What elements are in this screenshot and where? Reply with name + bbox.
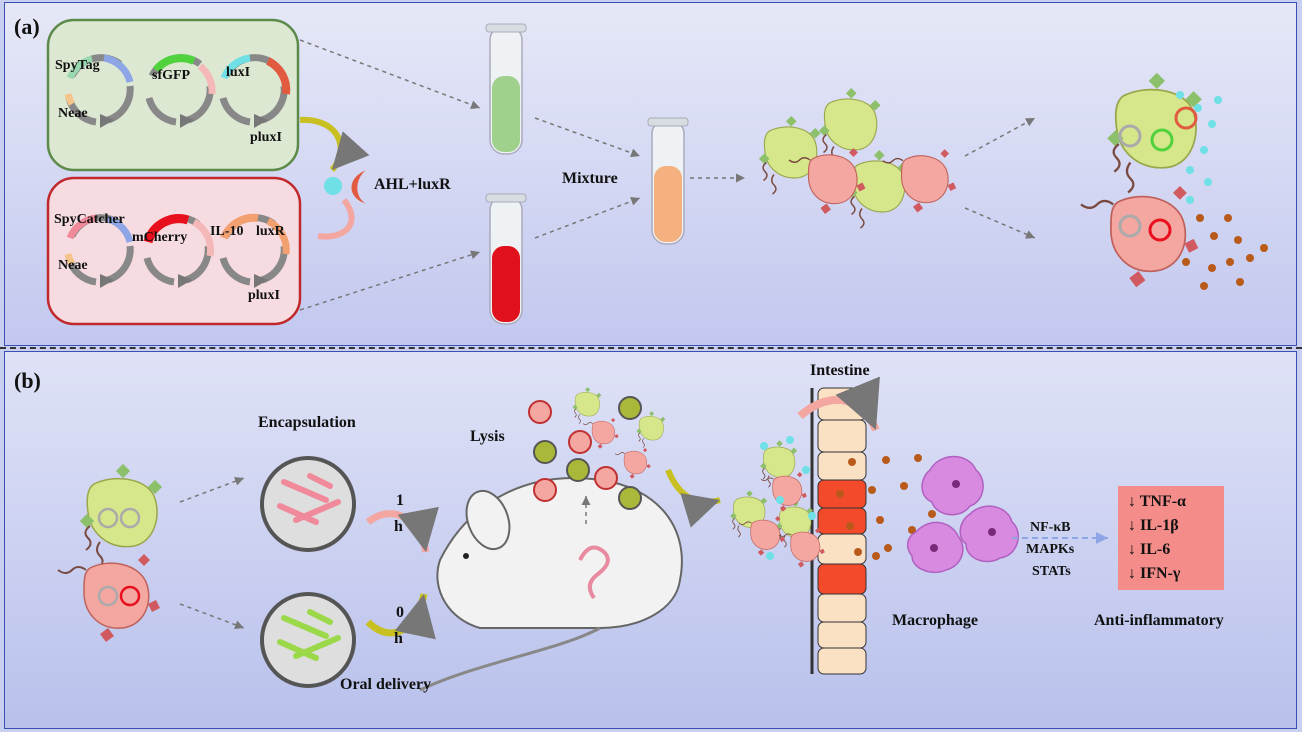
plasmid-luxi [223, 58, 291, 128]
label-anti-inflammatory: Anti-inflammatory [1094, 612, 1224, 629]
label-encapsulation: Encapsulation [258, 414, 356, 431]
label-nfkb: NF-κB [1030, 520, 1071, 535]
label-neae-bottom: Neae [58, 258, 88, 273]
capsule-green [260, 592, 356, 688]
label-il10: IL-10 [210, 224, 244, 239]
plasmid-sfgfp [149, 54, 216, 128]
panel-divider [0, 347, 1302, 349]
cytokine-il6: ↓ IL-6 [1128, 541, 1171, 558]
label-luxr: luxR [256, 224, 285, 239]
label-spytag: SpyTag [55, 58, 100, 73]
label-mapks: MAPKs [1026, 542, 1075, 557]
label-macrophage: Macrophage [892, 612, 978, 629]
arrow-0h [365, 593, 436, 640]
luxr-protein [351, 170, 366, 204]
label-neae-top: Neae [58, 106, 88, 121]
label-pluxi-bottom: pluxI [248, 288, 280, 303]
ahl-arrow-top [299, 116, 370, 173]
tube-mixture [647, 117, 689, 245]
plasmid-spytag [64, 58, 130, 128]
bacteria-pair-left [57, 462, 164, 643]
label-oral-delivery: Oral delivery [340, 676, 432, 693]
ahl-arrow-bottom [317, 198, 355, 240]
arrow-1h [365, 506, 439, 553]
capsule-red [260, 456, 356, 552]
cytokine-box: ↓ TNF-α ↓ IL-1β ↓ IL-6 ↓ IFN-γ [1118, 486, 1224, 590]
label-pluxi-top: pluxI [250, 130, 282, 145]
label-stats: STATs [1032, 564, 1071, 579]
label-time-1-unit: h [394, 518, 403, 535]
cytokine-ifng: ↓ IFN-γ [1128, 565, 1181, 582]
green-bacterium-signal [1106, 71, 1222, 204]
label-ahl-luxr: AHL+luxR [374, 176, 451, 193]
label-sfgfp: sfGFP [152, 68, 191, 83]
plasmid-spycatcher [64, 218, 130, 288]
bacteria-aggregate [758, 87, 957, 229]
mouse [419, 477, 683, 692]
label-mcherry: mCherry [132, 230, 188, 245]
intestine-curve-arrow [797, 376, 880, 432]
label-time-1: 1 [396, 492, 404, 509]
panel-a-label: (a) [14, 14, 40, 39]
red-bacterium-il10 [1079, 184, 1268, 290]
label-time-0: 0 [396, 604, 404, 621]
panel-b-label: (b) [14, 368, 41, 393]
ahl-molecule [324, 177, 342, 195]
plasmid-il10 [223, 213, 290, 288]
plasmid-mcherry [147, 214, 215, 288]
red-strain-box [46, 176, 302, 326]
label-luxi: luxI [226, 65, 251, 80]
green-strain-box [46, 18, 300, 172]
label-lysis: Lysis [470, 428, 505, 445]
tube-green [485, 23, 527, 155]
label-mixture: Mixture [562, 170, 618, 187]
intestine-bacteria [729, 436, 826, 569]
macrophages [906, 455, 1019, 574]
lysis-particles [528, 386, 666, 510]
label-intestine: Intestine [810, 362, 870, 379]
arrow-to-intestine [665, 468, 721, 528]
cytokine-il1b: ↓ IL-1β [1128, 517, 1179, 534]
tube-red [485, 193, 527, 325]
label-spycatcher: SpyCatcher [54, 212, 125, 227]
cytokine-tnf: ↓ TNF-α [1128, 493, 1186, 510]
label-time-0-unit: h [394, 630, 403, 647]
